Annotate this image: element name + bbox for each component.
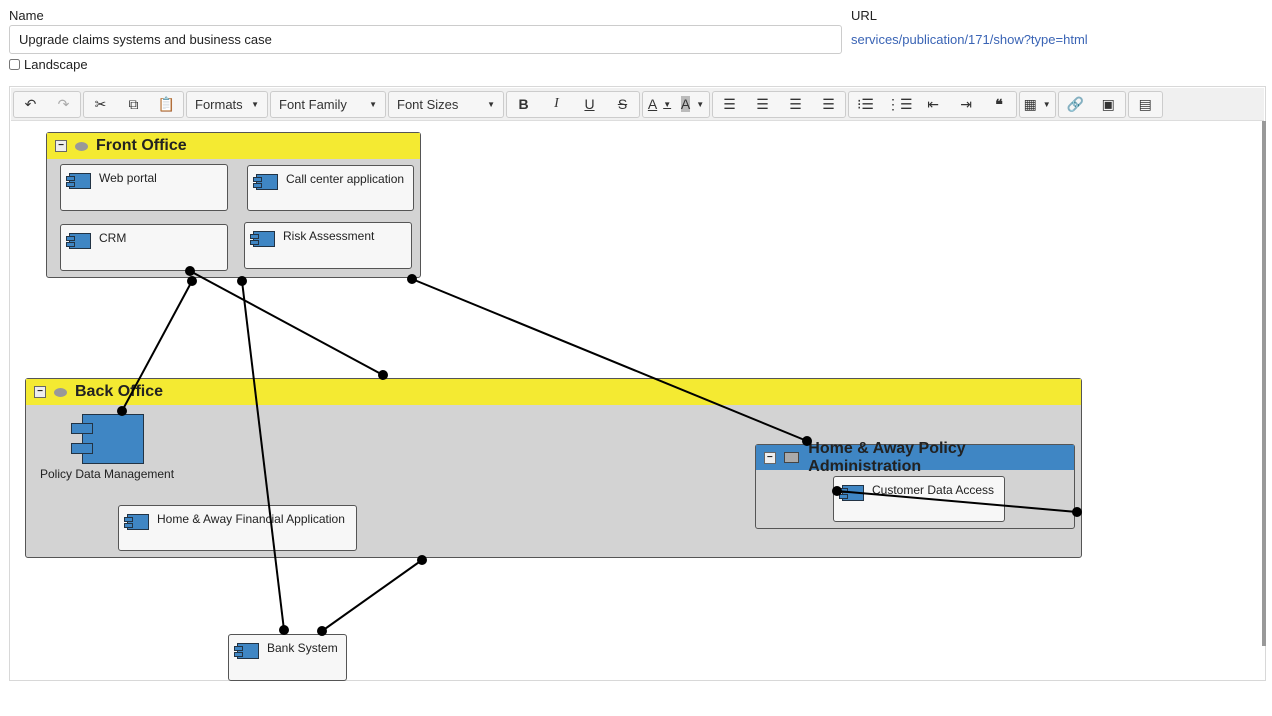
web-portal-component[interactable]: Web portal — [60, 164, 228, 211]
policy-data-component-icon[interactable] — [71, 414, 144, 464]
back-office-header: − Back Office — [26, 379, 1081, 405]
collapse-icon[interactable]: − — [55, 140, 67, 152]
name-label: Name — [9, 8, 44, 23]
formats-dropdown[interactable]: Formats▼ — [195, 96, 259, 112]
url-label: URL — [851, 8, 878, 23]
align-right-icon[interactable]: ☰ — [789, 95, 802, 112]
call-center-component[interactable]: Call center application — [247, 165, 414, 211]
hapa-title: Home & Away Policy Administration — [808, 439, 966, 475]
collapse-icon[interactable]: − — [764, 451, 776, 464]
rich-text-editor: ↶ ↷ ✂ ⧉ 📋 Formats▼ Font Family▼ Font Sizes▼… — [9, 86, 1266, 681]
component-label: Risk Assessment — [283, 229, 375, 243]
connection-line — [189, 270, 384, 376]
front-office-header: − Front Office — [47, 133, 420, 159]
blockquote-icon[interactable]: ❝ — [995, 95, 1003, 112]
font-family-label: Font Family — [279, 96, 347, 112]
table-icon[interactable]: ▦▼ — [1023, 95, 1051, 112]
financial-application-component[interactable]: Home & Away Financial Application — [118, 505, 357, 551]
italic-icon[interactable]: I — [554, 96, 559, 111]
name-input[interactable] — [9, 25, 842, 54]
editor-toolbar: ↶ ↷ ✂ ⧉ 📋 Formats▼ Font Family▼ Font Sizes▼… — [11, 88, 1264, 121]
connection-line — [121, 280, 193, 412]
hapa-header: − Home & Away Policy Administration — [756, 440, 1074, 475]
component-label: CRM — [99, 231, 127, 245]
component-icon — [234, 643, 259, 659]
paste-icon[interactable]: 📋 — [157, 95, 176, 112]
underline-icon[interactable]: U — [584, 96, 595, 112]
url-link[interactable]: services/publication/171/show?type=html — [851, 32, 1088, 47]
back-office-title: Back Office — [75, 383, 164, 400]
comment-icon — [54, 387, 67, 397]
indent-icon[interactable]: ⇥ — [960, 95, 972, 112]
font-sizes-label: Font Sizes — [397, 96, 459, 112]
link-icon[interactable]: 🔗 — [1066, 95, 1084, 112]
text-color-icon[interactable]: A▼ — [647, 96, 672, 112]
bank-system-component[interactable]: Bank System — [228, 634, 347, 681]
component-label: Home & Away Financial Application — [157, 512, 345, 526]
connection-line — [411, 278, 808, 442]
crm-component[interactable]: CRM — [60, 224, 228, 271]
bullet-list-icon[interactable]: ⁝☰ — [856, 95, 874, 112]
comment-icon — [75, 141, 88, 151]
component-icon — [66, 233, 91, 249]
strikethrough-icon[interactable]: S — [617, 96, 628, 112]
vertical-scrollbar[interactable] — [1262, 121, 1266, 646]
cut-icon[interactable]: ✂ — [94, 95, 107, 112]
align-left-icon[interactable]: ☰ — [723, 95, 736, 112]
component-icon — [250, 231, 275, 247]
formats-label: Formats — [195, 96, 243, 112]
component-icon — [783, 452, 800, 463]
landscape-label: Landscape — [24, 57, 88, 72]
undo-icon[interactable]: ↶ — [24, 95, 37, 112]
collapse-icon[interactable]: − — [34, 386, 46, 398]
template-icon[interactable]: ▤ — [1138, 95, 1152, 112]
component-label: Bank System — [267, 641, 338, 655]
copy-icon[interactable]: ⧉ — [128, 95, 139, 112]
justify-icon[interactable]: ☰ — [822, 95, 835, 112]
connection-line — [241, 280, 285, 631]
policy-data-label: Policy Data Management — [40, 467, 175, 481]
connection-line — [321, 559, 423, 632]
component-icon — [253, 174, 278, 190]
font-family-dropdown[interactable]: Font Family▼ — [279, 96, 377, 112]
component-icon — [124, 514, 149, 530]
outdent-icon[interactable]: ⇤ — [927, 95, 939, 112]
numbered-list-icon[interactable]: ⋮☰ — [886, 95, 913, 112]
align-center-icon[interactable]: ☰ — [756, 95, 769, 112]
component-icon — [66, 173, 91, 189]
component-label: Customer Data Access — [872, 483, 995, 497]
bold-icon[interactable]: B — [518, 96, 529, 112]
front-office-title: Front Office — [96, 137, 187, 154]
redo-icon[interactable]: ↷ — [57, 95, 70, 112]
font-sizes-dropdown[interactable]: Font Sizes▼ — [397, 96, 495, 112]
image-icon[interactable]: ▣ — [1101, 95, 1115, 112]
risk-assessment-component[interactable]: Risk Assessment — [244, 222, 412, 269]
landscape-option[interactable]: Landscape — [9, 57, 88, 72]
landscape-checkbox[interactable] — [9, 59, 20, 70]
component-label: Call center application — [286, 172, 405, 186]
connection-line — [836, 490, 1078, 513]
component-label: Web portal — [99, 171, 157, 185]
background-color-icon[interactable]: A▼ — [680, 96, 705, 112]
